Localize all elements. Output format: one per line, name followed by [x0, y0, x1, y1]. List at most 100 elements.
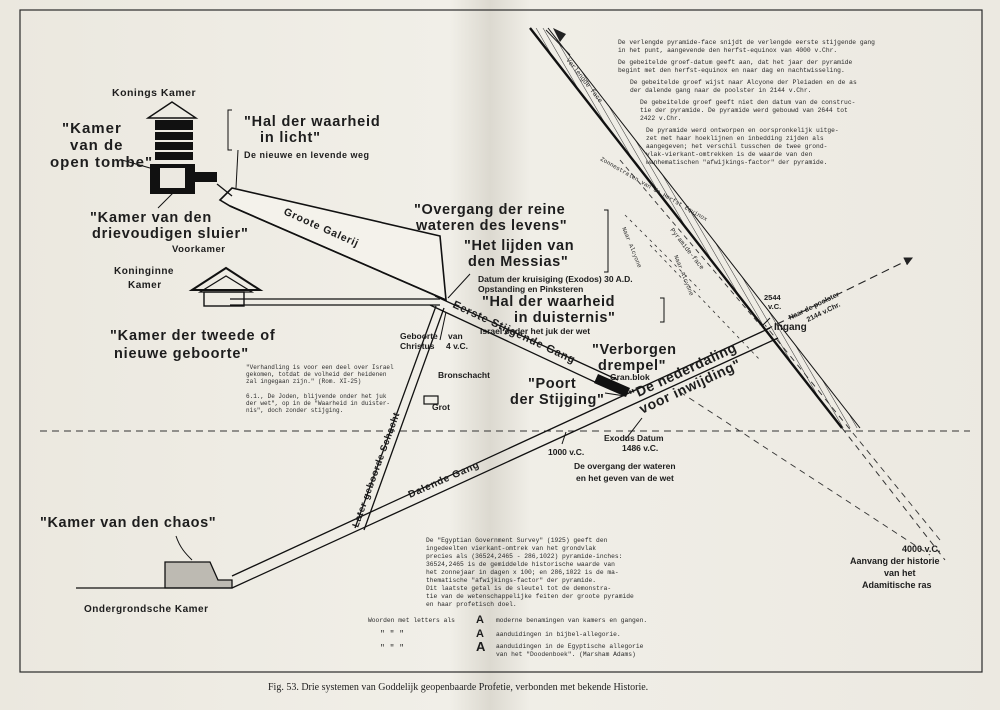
label-exodus-1: Exodus Datum [604, 433, 664, 443]
notes-left-1: "Verhandling is voor een deel over Israe… [246, 364, 394, 385]
label-grot: Grot [432, 402, 450, 412]
label-drievoudigen-2: drievoudigen sluier" [92, 226, 249, 242]
note-bottom-line: het zonnejaar in dagen x 100; en 286,102… [426, 569, 619, 576]
note-left-line: zal ingegaan zijn." (Rom. XI-25) [246, 378, 361, 385]
face-top-arrow [545, 29, 571, 56]
note-right-line: in het punt, aangevende den herfst-equin… [618, 47, 837, 54]
legend-text: moderne benamingen van kamers en gangen. [496, 617, 647, 624]
pointer-geboorte [439, 311, 447, 341]
label-later-geboorde: Later geboorde Schacht [350, 410, 402, 529]
ingang-dashed-line [679, 391, 931, 556]
note-right-line: De gebeitelde groef geeft niet den datum… [640, 99, 855, 106]
pyramid-face-line [529, 27, 843, 429]
label-open-tombe-2: van de [70, 137, 124, 154]
pointer-open-tombe [121, 159, 151, 169]
label-koninginne-1: Koninginne [114, 266, 174, 277]
bracket-licht [227, 109, 232, 151]
label-aanvang-3: van het [884, 568, 916, 578]
face-top-arrowhead [553, 28, 566, 42]
pointer-ingang [761, 317, 771, 327]
note-bottom-line: De "Egyptian Government Survey" (1925) g… [426, 537, 608, 544]
note-right-line: De pyramide werd ontworpen en oorspronke… [646, 127, 839, 134]
label-zonnelicht-2: Naar Alcyone [620, 226, 643, 269]
note-bottom-line: en haar profetisch doel. [426, 601, 517, 608]
label-hal-duister-1: "Hal der waarheid [482, 294, 615, 310]
pointer-hal-licht [235, 149, 239, 189]
pointer-poort [604, 392, 626, 397]
note-right-line: De verlengde pyramide-face snijdt de ver… [618, 39, 875, 46]
alcyone-line-2 [649, 244, 761, 361]
label-voorkamer: Voorkamer [172, 244, 225, 255]
label-van-4vc-2: 4 v.C. [446, 341, 468, 351]
label-kruisiging-2: Opstanding en Pinksteren [478, 284, 583, 294]
label-overgang-wateren-1: De overgang der wateren [574, 461, 676, 471]
label-tweede-2: nieuwe geboorte" [114, 346, 249, 362]
label-konings-kamer: Konings Kamer [112, 87, 196, 99]
label-israel-juk: Israel onder het juk der wet [480, 326, 590, 336]
label-tweede-1: "Kamer der tweede of [110, 328, 276, 344]
note-bottom-line: thematische "afwijkings-factor" der pyra… [426, 577, 596, 584]
label-verborgen-2: drempel" [598, 358, 666, 374]
dalende-gang-bottom [231, 337, 779, 589]
label-hal-duister-2: in duisternis" [514, 310, 615, 326]
label-2544-1: 2544 [764, 293, 782, 302]
label-aanvang-1: 4000 v.C. [902, 544, 940, 554]
grand-gallery [218, 187, 447, 302]
pointer-chaos [175, 535, 193, 561]
note-bottom-line: precies als (36524,2465 - 286,1022) pyra… [426, 553, 623, 560]
schacht-line-1 [354, 305, 437, 529]
note-right-line: zet met haar hoeklijnen en inbedding zij… [646, 135, 824, 142]
legend-prefix: Woorden met letters als [368, 617, 455, 624]
schacht-line-2 [363, 307, 445, 531]
verlengde-face-line [841, 427, 946, 561]
label-van-4vc-1: van [448, 331, 463, 341]
legend-text: aanduidingen in bijbel-allegorie. [496, 631, 621, 638]
aanvang-dashed-line [764, 324, 941, 541]
label-bronschacht: Bronschacht [438, 370, 490, 380]
eerste-gang-bottom [429, 304, 613, 391]
label-2544-2: v.C. [768, 302, 781, 311]
page-border [19, 9, 983, 673]
legend-text: van het "Doodenboek". (Marsham Adams) [496, 651, 636, 658]
label-hal-licht-1: "Hal der waarheid [244, 114, 381, 130]
legend-prefix: " " " [380, 630, 404, 639]
note-left-line: nis", doch zonder stijging. [246, 407, 343, 414]
poolster-line [764, 257, 913, 331]
pyramid-face-inner-line [547, 27, 861, 429]
sun-ray-line [619, 159, 761, 326]
notes-bottom: De "Egyptian Government Survey" (1925) g… [426, 537, 634, 608]
note-right-line: der dalende gang naar de poolster in 214… [630, 87, 811, 94]
note-right-line: begint met den herfst-equinox en naar da… [618, 67, 845, 74]
legend-prefix: " " " [380, 644, 404, 653]
note-right-line: aangegeven; het verschil tusschen de twe… [646, 143, 827, 150]
label-koninginne-2: Kamer [128, 280, 162, 291]
legend-letter: A [476, 639, 486, 654]
label-open-tombe-1: "Kamer [62, 120, 122, 137]
note-right-line: De gebeitelde groef-datum geeft aan, dat… [618, 59, 853, 66]
label-verborgen-1: "Verborgen [592, 342, 677, 358]
pyramid-face-hatch [530, 28, 860, 428]
label-nieuwe-weg: De nieuwe en levende weg [244, 150, 370, 160]
note-right-line: vlak-vierkant-omtrekken is de waarde van… [646, 151, 812, 158]
label-drievoudigen-1: "Kamer van den [90, 210, 212, 226]
subterranean-chamber [76, 561, 233, 589]
granite-plug [594, 374, 630, 397]
pointer-drievoudigen [157, 189, 177, 209]
label-dalende-gang: Dalende Gang [407, 459, 482, 500]
bracket-hal-duister [660, 297, 665, 323]
label-overgang-1: "Overgang der reine [414, 202, 565, 218]
legend-letter: A [476, 628, 484, 640]
label-lijden-2: den Messias" [468, 254, 568, 270]
label-exodus-2: 1486 v.C. [622, 443, 658, 453]
eerste-gang-top [434, 295, 619, 381]
note-bottom-line: ingedeelten vierkant-omtrek van het gron… [426, 545, 596, 552]
gallery-floor-line [229, 205, 447, 301]
legend-text: aanduidingen in de Egyptische allegorie [496, 643, 644, 650]
label-granblok: Gran.blok [610, 372, 650, 382]
note-left-line: gekomen, totdat de volheid der heidenen [246, 371, 387, 378]
label-ingang: Ingang [774, 322, 807, 333]
label-aanvang-2: Aanvang der historie [850, 556, 940, 566]
pointer-exodus [624, 417, 643, 441]
note-left-line: der wet", op in de "Waarheid in duister- [246, 400, 390, 407]
